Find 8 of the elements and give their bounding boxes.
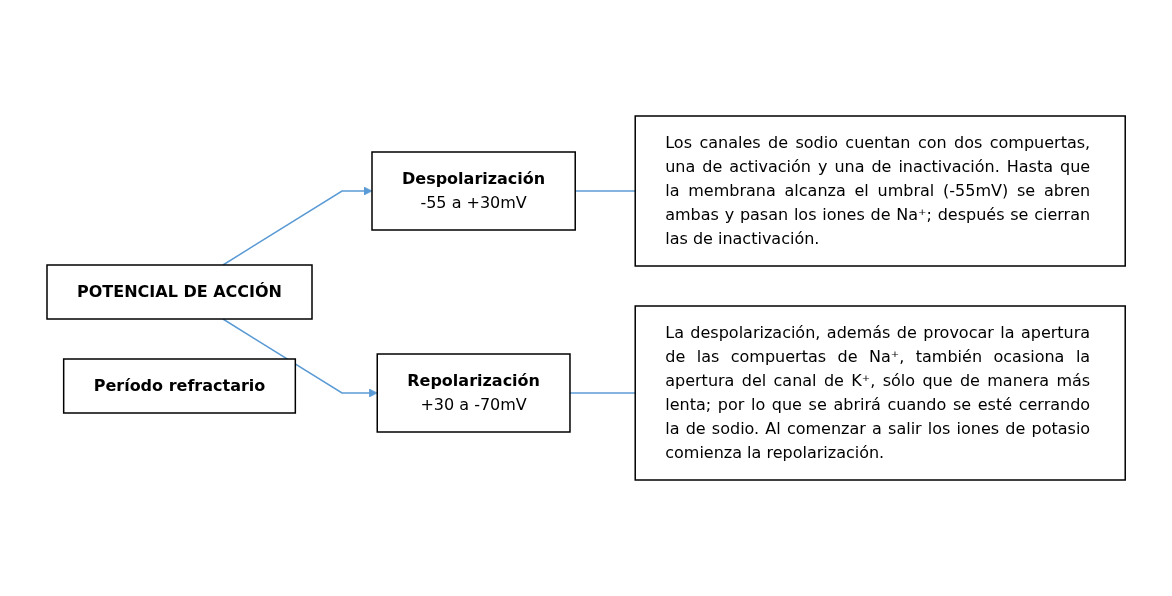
connector (569, 392, 636, 394)
arrow (222, 318, 378, 398)
node-box: POTENCIAL DE ACCIÓN (46, 264, 313, 320)
node-box: Los canales de sodio cuentan con dos compuertas, una de activación y una de inactivación. Hasta que la membrana alcanza el umbral (-55mV) se abren ambas y pasan los iones de Na⁺; después se cierran las de inactivación. (634, 115, 1126, 267)
node-box: La despolarización, además de provocar la apertura de las compuertas de Na⁺, también ocasiona la apertura del canal de K⁺, sólo que de manera más lenta; por lo que se abrirá cuando se esté cerrando la de sodio. Al comenzar a salir los iones de potasio comienza la repolarización. (634, 305, 1126, 481)
node-box: Repolarización +30 a -70mV (376, 353, 571, 433)
node-box: Período refractario (62, 358, 296, 414)
node-box: Despolarización -55 a +30mV (371, 151, 576, 231)
